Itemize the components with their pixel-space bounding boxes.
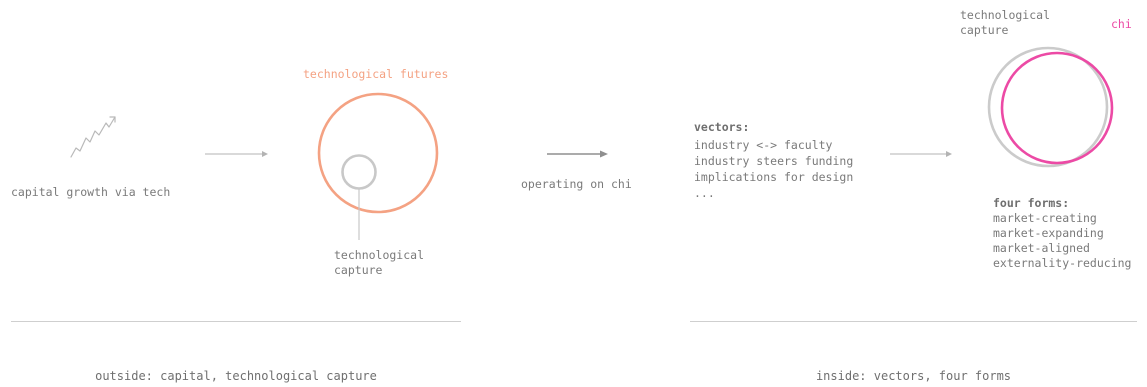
capture-label-line1: technological xyxy=(334,248,425,262)
venn-label-line2: capture xyxy=(960,23,1009,37)
vectors-item: industry steers funding xyxy=(694,154,854,168)
vectors-title: vectors: xyxy=(694,120,750,134)
four-forms-title: four forms: xyxy=(993,196,1070,210)
venn-chi-circle xyxy=(1000,51,1114,165)
capture-label-line2: capture xyxy=(334,263,383,277)
forms-item: market-creating xyxy=(993,211,1097,225)
left-section-caption: outside: capital, technological capture xyxy=(95,369,377,383)
forms-item: externality-reducing xyxy=(993,256,1132,270)
right-section-caption: inside: vectors, four forms xyxy=(815,369,1012,383)
right-divider xyxy=(690,321,1137,322)
flow-arrow-2 xyxy=(547,150,608,158)
capital-growth-label: capital growth via tech xyxy=(11,185,171,199)
vectors-item: ... xyxy=(694,186,715,200)
technological-futures-label: technological futures xyxy=(303,67,449,81)
capture-circle xyxy=(341,154,377,190)
forms-item: market-expanding xyxy=(993,226,1104,240)
chi-label: chi xyxy=(1111,17,1132,31)
left-divider xyxy=(11,321,461,322)
forms-item: market-aligned xyxy=(993,241,1090,255)
venn-capture-label: technological capture xyxy=(960,8,1050,38)
flow-arrow-1 xyxy=(205,151,268,157)
venn-label-line1: technological xyxy=(960,8,1051,22)
four-forms-block: four forms: market-creating market-expan… xyxy=(993,196,1131,271)
vectors-item: implications for design xyxy=(694,170,854,184)
venn-capture-circle xyxy=(987,46,1109,168)
vectors-item: industry <-> faculty xyxy=(694,138,833,152)
futures-circle xyxy=(317,92,439,214)
technological-capture-label: technological capture xyxy=(334,248,424,278)
vectors-block: vectors: industry <-> faculty industry s… xyxy=(694,120,853,201)
flow-arrow-3 xyxy=(890,151,952,157)
growth-trend-icon xyxy=(70,116,116,158)
operating-on-chi-label: operating on chi xyxy=(521,177,632,191)
